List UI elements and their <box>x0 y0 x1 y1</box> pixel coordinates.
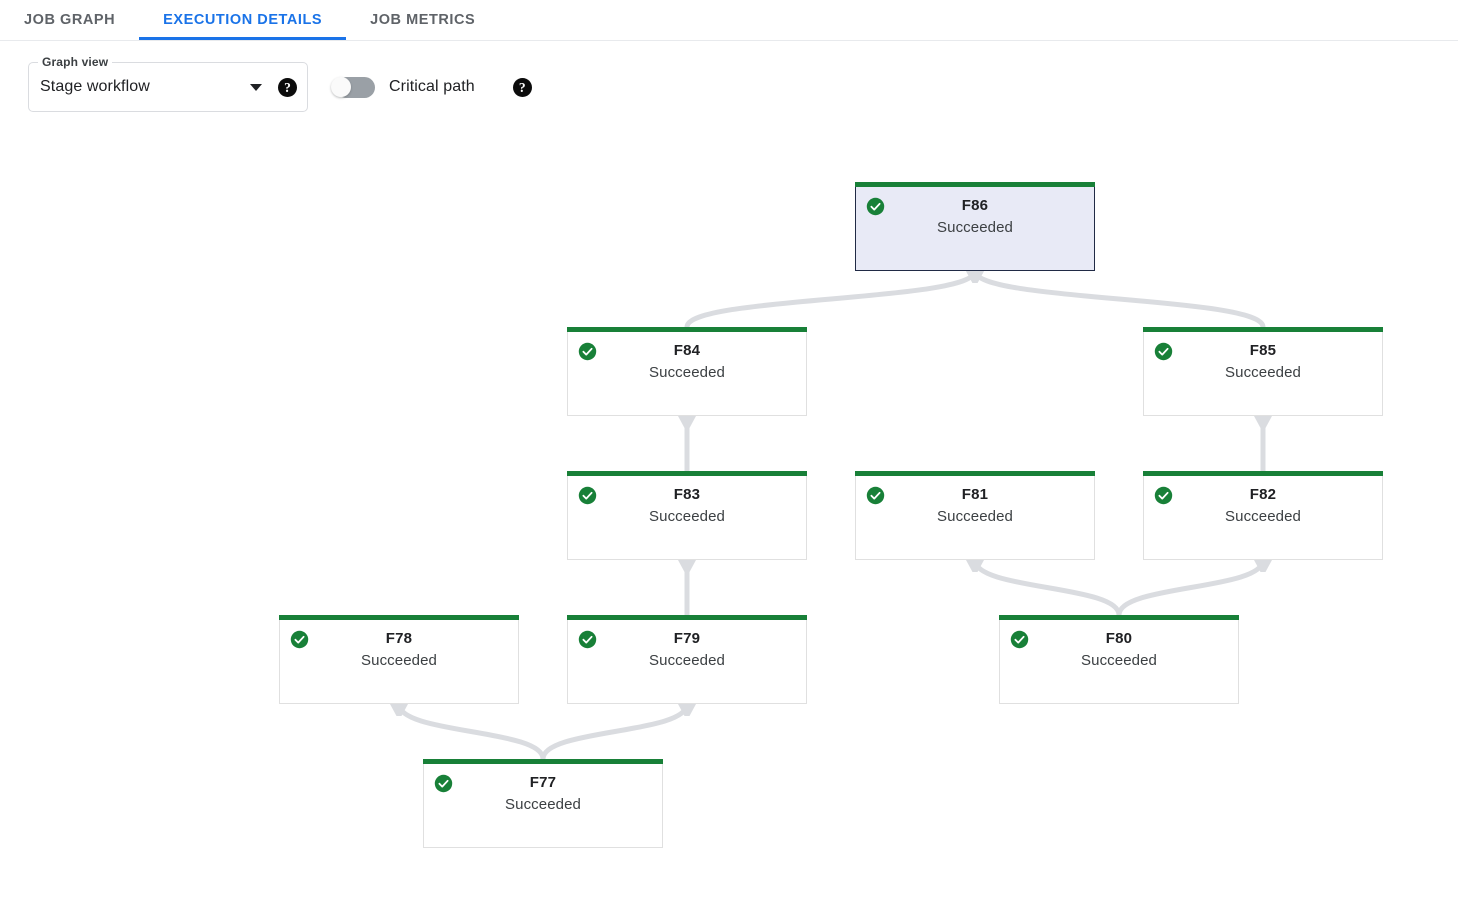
tab-job-graph[interactable]: JOB GRAPH <box>0 0 139 40</box>
edge-source-flare <box>966 271 984 283</box>
node-title: F86 <box>961 197 989 214</box>
node-status-bar <box>1143 327 1383 332</box>
check-circle-icon <box>578 342 597 361</box>
graph-edge-f82-f80 <box>1116 559 1266 616</box>
node-status-bar <box>423 759 663 764</box>
critical-path-control: Critical path ? <box>331 76 532 98</box>
graph-edge-f78-f77 <box>396 703 546 760</box>
node-title: F83 <box>673 486 701 503</box>
chevron-down-icon[interactable] <box>250 83 262 91</box>
node-status-bar <box>999 615 1239 620</box>
node-status-text: Succeeded <box>937 219 1013 236</box>
graph-edge-f79-f77 <box>540 703 690 760</box>
node-status-text: Succeeded <box>1225 508 1301 525</box>
graph-edge-f81-f80 <box>972 559 1122 616</box>
check-circle-icon <box>434 774 453 793</box>
edge-source-flare <box>678 416 696 428</box>
edge-source-flare <box>678 704 696 716</box>
edge-source-flare <box>1254 560 1272 572</box>
node-status-text: Succeeded <box>649 508 725 525</box>
node-status-bar <box>1143 471 1383 476</box>
toggle-knob <box>331 77 351 97</box>
graph-view-select[interactable]: Graph view Stage workflow ? <box>28 55 308 112</box>
node-status-text: Succeeded <box>649 364 725 381</box>
check-circle-icon <box>1010 630 1029 649</box>
edge-source-flare <box>966 271 984 283</box>
node-title: F85 <box>1249 342 1277 359</box>
check-circle-icon <box>1154 342 1173 361</box>
critical-path-toggle[interactable] <box>331 76 375 98</box>
graph-toolbar: Graph view Stage workflow ? Critical pat… <box>0 41 1458 133</box>
node-title: F79 <box>673 630 701 647</box>
node-status-text: Succeeded <box>505 796 581 813</box>
node-title: F82 <box>1249 486 1277 503</box>
tab-job-graph-label: JOB GRAPH <box>24 11 116 28</box>
edge-source-flare <box>390 704 408 716</box>
check-circle-icon <box>290 630 309 649</box>
edge-source-flare <box>1254 416 1272 428</box>
node-title: F77 <box>529 774 557 791</box>
graph-view-legend: Graph view <box>38 55 113 69</box>
edge-source-flare <box>678 560 696 572</box>
tab-job-metrics-label: JOB METRICS <box>370 11 476 28</box>
check-circle-icon <box>866 197 885 216</box>
check-circle-icon <box>866 486 885 505</box>
node-status-text: Succeeded <box>1225 364 1301 381</box>
tab-execution-details[interactable]: EXECUTION DETAILS <box>139 0 347 40</box>
node-status-text: Succeeded <box>1081 652 1157 669</box>
node-title: F78 <box>385 630 413 647</box>
node-status-text: Succeeded <box>937 508 1013 525</box>
node-status-bar <box>567 327 807 332</box>
graph-edge-f86-f84 <box>684 269 978 329</box>
critical-path-label: Critical path <box>389 78 475 95</box>
check-circle-icon <box>1154 486 1173 505</box>
node-title: F84 <box>673 342 701 359</box>
node-title: F80 <box>1105 630 1133 647</box>
graph-edge-f86-f85 <box>972 269 1266 329</box>
tab-bar: JOB GRAPH EXECUTION DETAILS JOB METRICS <box>0 0 1458 41</box>
node-status-text: Succeeded <box>649 652 725 669</box>
tab-job-metrics[interactable]: JOB METRICS <box>346 0 499 40</box>
node-status-bar <box>567 471 807 476</box>
node-status-bar <box>567 615 807 620</box>
node-status-text: Succeeded <box>361 652 437 669</box>
critical-path-help-icon[interactable]: ? <box>512 77 532 97</box>
check-circle-icon <box>578 486 597 505</box>
node-title: F81 <box>961 486 989 503</box>
check-circle-icon <box>578 630 597 649</box>
tab-execution-details-label: EXECUTION DETAILS <box>163 11 323 28</box>
graph-view-selected-value: Stage workflow <box>40 78 150 95</box>
node-status-bar <box>855 471 1095 476</box>
node-status-bar <box>279 615 519 620</box>
graph-view-help-icon[interactable]: ? <box>278 77 297 97</box>
node-status-bar <box>855 182 1095 187</box>
edge-source-flare <box>966 560 984 572</box>
